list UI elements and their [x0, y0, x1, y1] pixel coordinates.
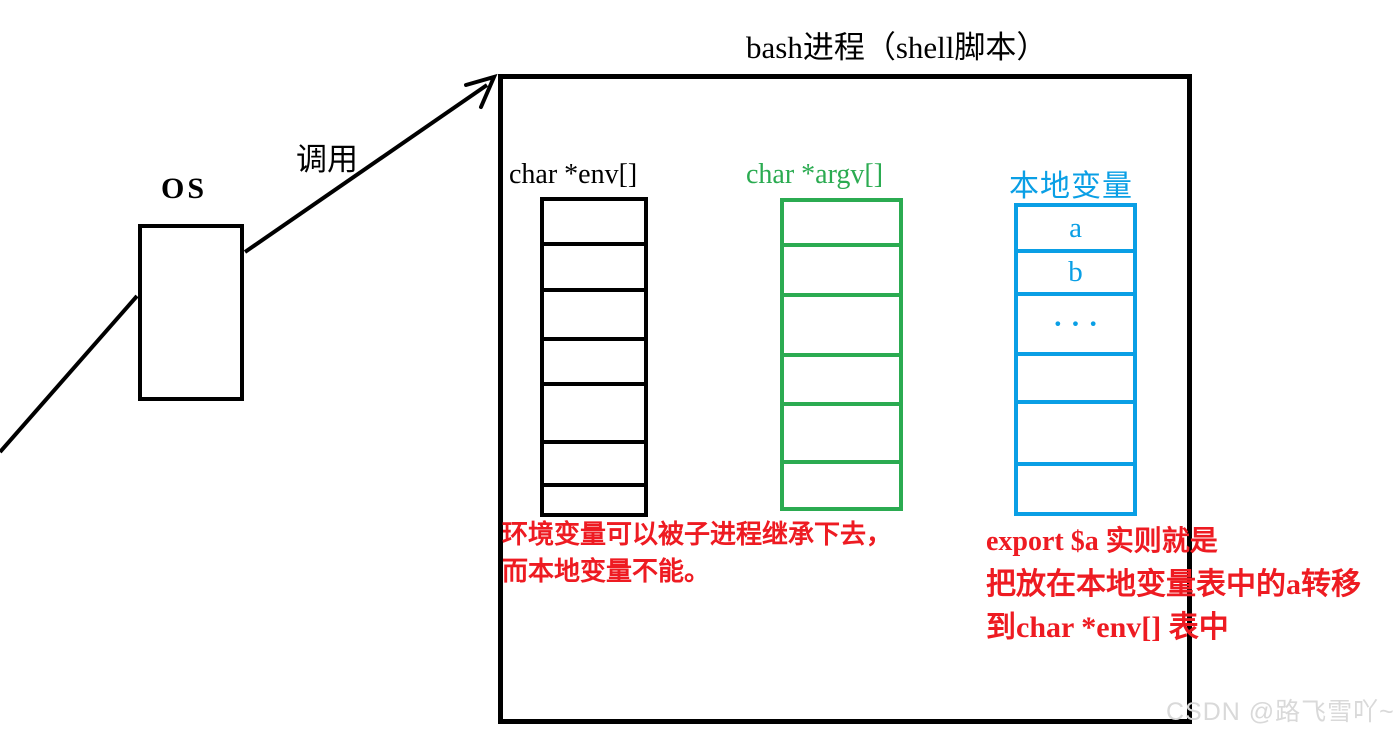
env-array-header: char *env[]	[509, 159, 638, 190]
local-var-cell-a: a	[1014, 203, 1137, 253]
arrowhead-icon	[464, 73, 498, 109]
note-line: 把放在本地变量表中的a转移	[986, 568, 1361, 601]
env-cell	[540, 242, 648, 292]
argv-array-header: char *argv[]	[746, 159, 884, 190]
local-var-cell-b: b	[1014, 249, 1137, 296]
note-line: 到char *env[] 表中	[986, 611, 1229, 644]
argv-cell	[780, 198, 903, 247]
argv-array-table	[780, 198, 903, 511]
env-cell	[540, 382, 648, 444]
call-arrow-shaft	[243, 83, 489, 254]
local-var-cell	[1014, 462, 1137, 516]
argv-cell	[780, 402, 903, 464]
local-var-cell	[1014, 400, 1137, 466]
env-array-table	[540, 197, 648, 517]
env-inherit-note: 环境变量可以被子进程继承下去， 而本地变量不能。	[502, 516, 892, 590]
env-cell	[540, 197, 648, 246]
bash-process-title: bash进程（shell脚本）	[746, 30, 1048, 65]
env-cell	[540, 337, 648, 386]
note-line: 环境变量可以被子进程继承下去，	[502, 520, 893, 549]
os-box	[138, 224, 244, 401]
local-vars-table: a b ···	[1014, 203, 1137, 516]
local-var-cell-ellipsis: ···	[1014, 292, 1137, 356]
argv-cell	[780, 243, 903, 297]
watermark: CSDN @路飞雪吖~	[1166, 698, 1395, 726]
os-label: OS	[161, 172, 208, 205]
note-line: 而本地变量不能。	[502, 557, 711, 586]
argv-cell	[780, 293, 903, 357]
local-var-cell	[1014, 352, 1137, 404]
env-cell	[540, 440, 648, 487]
local-vars-header: 本地变量	[1009, 170, 1133, 203]
argv-cell	[780, 353, 903, 406]
note-line: export $a 实则就是	[986, 526, 1218, 557]
call-arrow-tail-segment	[0, 294, 139, 454]
env-cell	[540, 483, 648, 517]
bash-process-box	[498, 74, 1192, 724]
call-arrow-label: 调用	[296, 142, 358, 177]
export-note: export $a 实则就是 把放在本地变量表中的a转移 到char *env[…	[986, 520, 1361, 649]
argv-cell	[780, 460, 903, 511]
env-cell	[540, 288, 648, 341]
